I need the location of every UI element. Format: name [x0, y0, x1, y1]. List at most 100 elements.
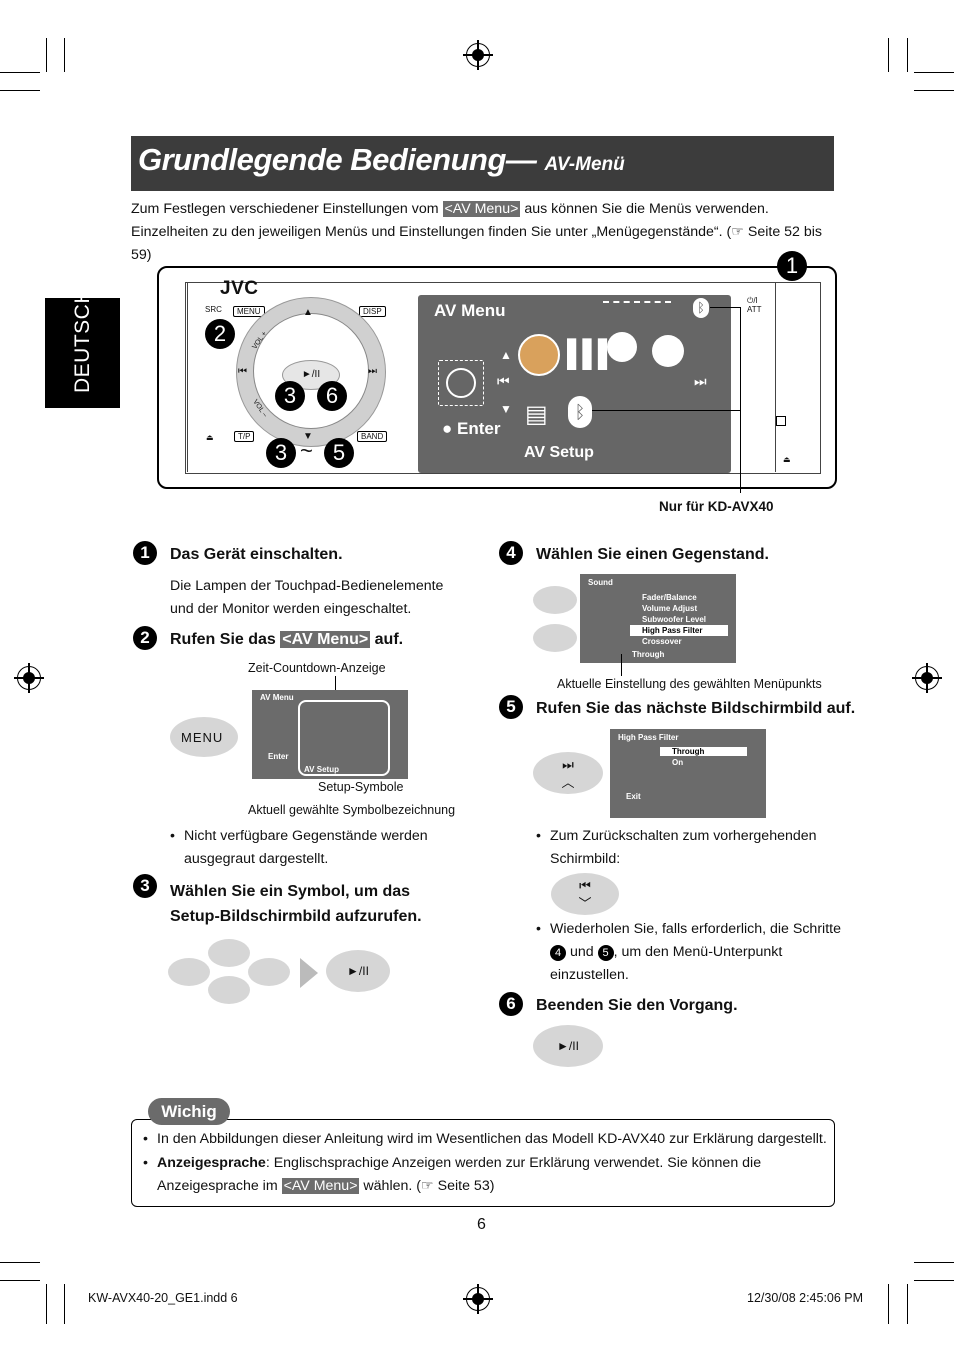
crop-mark — [914, 72, 954, 73]
crop-mark — [64, 38, 65, 72]
speaker-icon[interactable] — [607, 332, 637, 362]
step5-bullet2-end: , um den Menü-Unterpunkt einzustellen. — [550, 944, 783, 983]
crop-mark — [0, 72, 40, 73]
down-button-illustration[interactable] — [533, 624, 577, 652]
sound-item[interactable]: Fader/Balance — [642, 593, 697, 602]
callout-2: 2 — [205, 319, 235, 349]
hpf-title: High Pass Filter — [618, 733, 679, 742]
prev-icon[interactable]: ⏮ — [497, 373, 510, 389]
down-icon[interactable]: ▼ — [500, 402, 512, 416]
bluetooth-setup-icon[interactable]: ᛒ — [568, 396, 592, 428]
eject-icon[interactable]: ⏏ — [206, 433, 214, 442]
sound-value: Through — [632, 650, 665, 659]
src-button[interactable]: SRC — [205, 305, 222, 314]
prev-button-illustration[interactable] — [168, 958, 210, 986]
callout-tilde: ~ — [300, 438, 313, 463]
current-symbol-label: Aktuell gewählte Symbolbezeichnung — [248, 803, 456, 817]
step5-bullet1-text: Zum Zurückschalten zum vorhergehenden Sc… — [550, 828, 817, 867]
up-icon[interactable]: ▲ — [500, 348, 512, 362]
enter-label[interactable]: ● Enter — [442, 419, 501, 438]
disp-button[interactable]: DISP — [359, 306, 386, 317]
registration-mark — [463, 1284, 493, 1314]
crop-mark — [46, 1284, 47, 1324]
crop-mark — [914, 1262, 954, 1263]
play-pause-illustration[interactable]: ►/II — [326, 950, 390, 992]
setup-symbols-frame — [298, 700, 390, 776]
step5-bullet: •Zum Zurückschalten zum vorhergehenden S… — [536, 828, 817, 867]
target-icon[interactable] — [438, 360, 484, 406]
play-pause-illustration[interactable]: ►/II — [533, 1025, 603, 1067]
important-bullet1-text: In den Abbildungen dieser Anleitung wird… — [157, 1131, 827, 1147]
next-icon[interactable]: ⏭ — [694, 373, 707, 389]
important-bullet: •Anzeigesprache: Englischsprachige Anzei… — [143, 1155, 762, 1194]
crop-mark — [914, 1280, 954, 1281]
up-arrow-icon[interactable]: ▲ — [303, 307, 313, 318]
clock-icon[interactable] — [652, 335, 684, 367]
intro-after: aus können Sie die Menüs verwenden. Einz… — [131, 201, 823, 263]
next-button-illustration[interactable]: ⏭︿ — [533, 752, 603, 794]
up-button-illustration[interactable] — [533, 586, 577, 614]
registration-mark — [463, 40, 493, 70]
crop-mark — [46, 38, 47, 72]
title-sub: AV-Menü — [544, 154, 625, 175]
callout-1: 1 — [777, 251, 807, 281]
important-bullet2-bold: Anzeigesprache — [157, 1155, 266, 1171]
down-button-illustration[interactable] — [208, 976, 250, 1004]
step-number: 3 — [133, 874, 157, 898]
menu-button-illustration[interactable] — [170, 717, 238, 757]
registration-mark — [14, 663, 44, 693]
menu-button-label: MENU — [181, 730, 224, 745]
step-title: Wählen Sie einen Gegenstand. — [536, 546, 769, 563]
display-setup-icon[interactable] — [518, 334, 560, 376]
up-button-illustration[interactable] — [208, 939, 250, 967]
sound-item-selected[interactable]: High Pass Filter — [630, 625, 728, 636]
registration-mark — [912, 663, 942, 693]
mini-title: AV Menu — [260, 693, 294, 702]
next-icon[interactable]: ⏭ — [368, 366, 377, 377]
page-title: Grundlegende Bedienung— AV-Menü — [138, 142, 625, 178]
menu-button[interactable]: MENU — [233, 306, 265, 317]
eject-slot-icon[interactable]: ⏏ — [783, 455, 791, 464]
crop-mark — [888, 1284, 889, 1324]
title-bar — [131, 136, 834, 191]
down-arrow-icon[interactable]: ▼ — [303, 431, 313, 442]
step2-title-after: auf. — [370, 631, 404, 648]
prev-icon[interactable]: ⏮ — [238, 366, 247, 377]
step-title: Rufen Sie das <AV Menu> auf. — [170, 631, 403, 649]
important-label: Wichig — [148, 1098, 230, 1125]
sound-item[interactable]: Crossover — [642, 637, 682, 646]
att-button[interactable]: ⏻/I ATT — [747, 296, 762, 314]
step-number: 4 — [499, 541, 523, 565]
intro-text: Zum Festlegen verschiedener Einstellunge… — [131, 198, 836, 267]
prev-button-illustration[interactable]: ⏮﹀ — [551, 873, 619, 915]
step-ref: 5 — [597, 945, 614, 961]
equalizer-icon[interactable]: ▌▌▌ — [567, 338, 616, 368]
sound-item[interactable]: Subwoofer Level — [642, 615, 707, 624]
av-setup-label: AV Setup — [524, 444, 594, 461]
hpf-exit[interactable]: Exit — [626, 792, 641, 801]
step-title: Das Gerät einschalten. — [170, 546, 343, 563]
enter-text: Enter — [457, 419, 501, 438]
countdown-bar — [603, 301, 671, 306]
step2-title-highlight: <AV Menu> — [280, 631, 371, 648]
tp-button[interactable]: T/P — [234, 431, 255, 442]
step-title: Wählen Sie ein Symbol, um das Setup-Bild… — [170, 883, 422, 925]
band-button[interactable]: BAND — [357, 431, 388, 442]
crop-mark — [0, 1280, 40, 1281]
sound-item[interactable]: Volume Adjust — [642, 604, 698, 613]
bluetooth-icon: ᛒ — [693, 298, 709, 318]
hpf-screen — [610, 729, 766, 818]
next-button-illustration[interactable] — [248, 958, 290, 986]
footer-date: 12/30/08 2:45:06 PM — [747, 1291, 864, 1305]
list-icon[interactable]: ▤ — [525, 401, 548, 428]
sensor-icon — [776, 416, 786, 426]
step-title: Beenden Sie den Vorgang. — [536, 997, 738, 1014]
important-bullet: •In den Abbildungen dieser Anleitung wir… — [143, 1131, 827, 1147]
hpf-option[interactable]: On — [672, 758, 684, 767]
step-body: Die Lampen der Touchpad-Bedienelemente u… — [170, 578, 444, 617]
screen-title: AV Menu — [434, 301, 506, 320]
title-main: Grundlegende Bedienung— — [138, 142, 537, 177]
current-setting-label: Aktuelle Einstellung des gewählten Menüp… — [557, 677, 822, 691]
hpf-option-selected[interactable]: Through — [660, 747, 747, 756]
step-number: 2 — [133, 626, 157, 650]
